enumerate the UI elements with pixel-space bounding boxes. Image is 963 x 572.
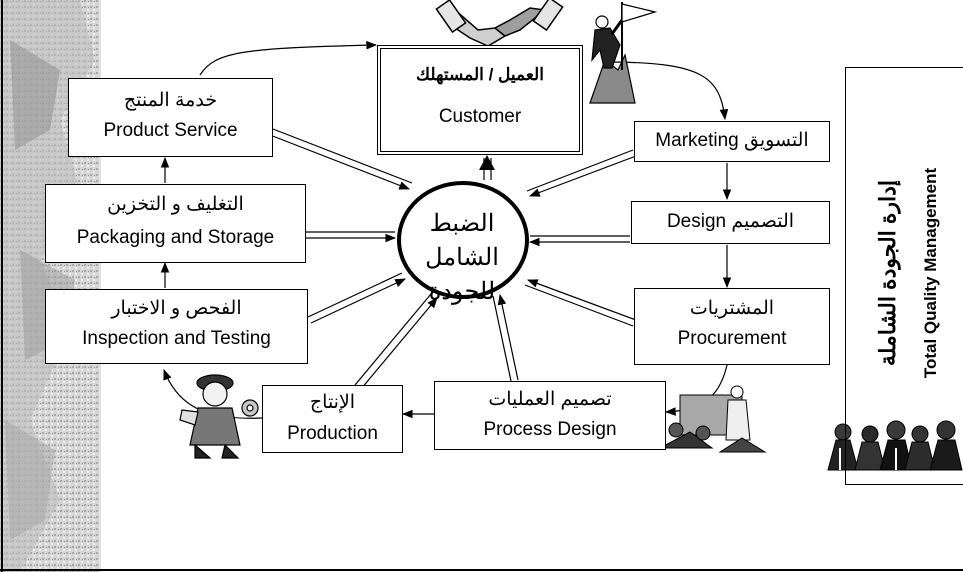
tqm-english: Total Quality Management bbox=[921, 167, 940, 379]
meeting-icon bbox=[659, 385, 767, 453]
customer-english: Customer bbox=[438, 106, 522, 127]
inspection-arabic: الفحص و الاختبار bbox=[111, 298, 242, 319]
product-service-box: خدمة المنتج Product Service bbox=[68, 78, 273, 157]
production-english: Production bbox=[287, 423, 378, 444]
procurement-english: Procurement bbox=[677, 328, 787, 349]
inspection-english: Inspection and Testing bbox=[82, 328, 271, 349]
production-box: الإنتاج Production bbox=[262, 385, 403, 453]
packaging-english: Packaging and Storage bbox=[76, 227, 275, 248]
production-arabic: الإنتاج bbox=[309, 392, 356, 413]
procurement-arabic: المشتريات bbox=[689, 298, 775, 319]
design-label: التصميم Design bbox=[666, 211, 795, 232]
center-line-1: الضبط الشامل bbox=[425, 210, 499, 271]
packaging-box: التغليف و التخزين Packaging and Storage bbox=[45, 184, 306, 263]
customer-arabic: العميل / المستهلك bbox=[416, 65, 544, 84]
packaging-arabic: التغليف و التخزين bbox=[107, 194, 244, 215]
center-line-2: للجودة bbox=[428, 278, 496, 305]
handshake-icon bbox=[435, 0, 564, 47]
service-english: Product Service bbox=[103, 120, 238, 141]
tqm-arabic: إدارة الجودة الشاملة bbox=[875, 179, 900, 367]
customer-box: العميل / المستهلك Customer bbox=[377, 45, 583, 155]
center-circle bbox=[397, 181, 529, 299]
marketing-label: التسويق Marketing bbox=[655, 130, 809, 151]
process-arrows bbox=[160, 40, 732, 419]
design-box: التصميم Design bbox=[631, 201, 830, 244]
marketing-box: التسويق Marketing bbox=[634, 121, 830, 162]
climber-flag-icon bbox=[589, 2, 658, 104]
service-arabic: خدمة المنتج bbox=[123, 90, 218, 111]
process-design-box: تصميم العمليات Process Design bbox=[434, 381, 666, 450]
center-label: الضبط الشامل للجودة bbox=[392, 207, 532, 309]
inspection-box: الفحص و الاختبار Inspection and Testing bbox=[45, 289, 308, 364]
process-design-arabic: تصميم العمليات bbox=[488, 389, 612, 410]
business-group-icon bbox=[827, 420, 963, 471]
mechanic-icon bbox=[179, 374, 259, 459]
tqm-frame: إدارة الجودة الشاملة Total Quality Manag… bbox=[845, 67, 963, 485]
procurement-box: المشتريات Procurement bbox=[634, 288, 830, 365]
process-design-english: Process Design bbox=[483, 419, 617, 440]
center-arrowheads bbox=[479, 155, 495, 170]
